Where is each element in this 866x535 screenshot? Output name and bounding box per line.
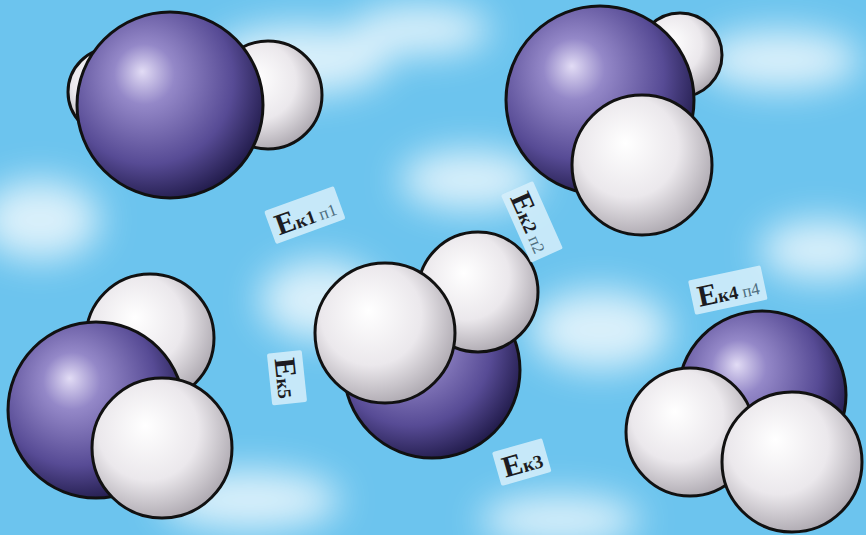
energy-label: Eк3 bbox=[492, 438, 552, 486]
energy-label: Eк5 bbox=[267, 350, 307, 406]
energy-label: Eк2 п2 bbox=[501, 181, 563, 263]
water-molecule bbox=[626, 311, 862, 532]
water-molecule bbox=[68, 12, 322, 198]
water-molecule bbox=[315, 232, 538, 458]
water-molecule bbox=[8, 274, 232, 518]
energy-label: Eк4 п4 bbox=[688, 265, 768, 315]
energy-label: Eк1 п1 bbox=[264, 186, 346, 244]
clouds bbox=[0, 5, 866, 535]
